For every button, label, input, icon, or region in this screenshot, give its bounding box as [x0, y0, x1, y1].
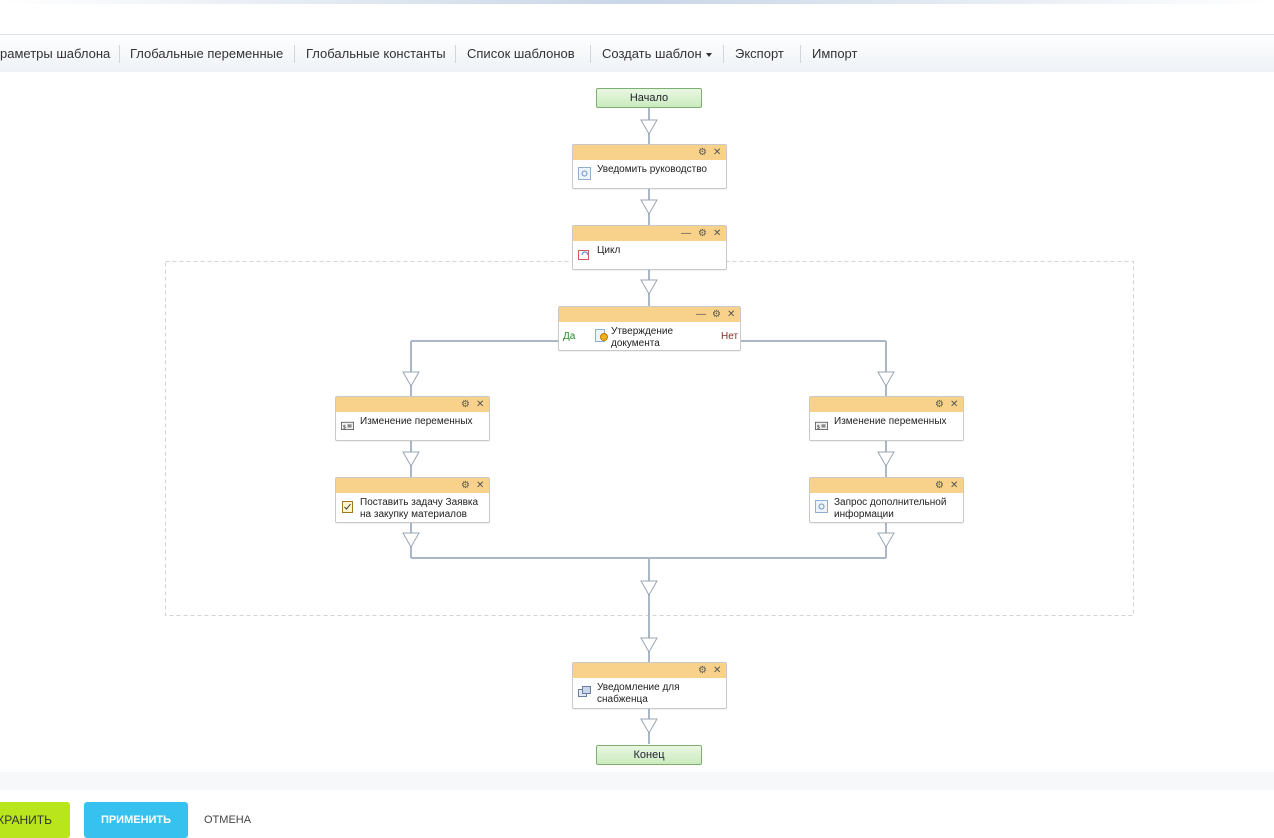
- close-icon[interactable]: ✕: [950, 399, 959, 410]
- arrow-icon: [877, 532, 895, 549]
- toolbar-export[interactable]: Экспорт: [735, 46, 784, 61]
- footer-strip: [0, 772, 1274, 790]
- arrow-icon: [640, 119, 658, 136]
- node-header: — ⚙ ✕: [559, 307, 740, 322]
- toolbar-separator: [294, 45, 295, 63]
- arrow-icon: [640, 580, 658, 597]
- toolbar-global-constants[interactable]: Глобальные константы: [306, 46, 446, 61]
- arrow-icon: [402, 532, 420, 549]
- svg-text:$: $: [817, 424, 821, 430]
- start-node[interactable]: Начало: [596, 88, 702, 108]
- toolbar-template-list[interactable]: Список шаблонов: [467, 46, 575, 61]
- close-icon[interactable]: ✕: [476, 480, 485, 491]
- task-icon: [342, 501, 353, 513]
- close-icon[interactable]: ✕: [476, 399, 485, 410]
- node-document-approval[interactable]: — ⚙ ✕ Утверждение документа Да Нет: [558, 306, 741, 351]
- branch-yes-label: Да: [563, 331, 576, 342]
- loop-icon: [578, 250, 589, 260]
- apply-button[interactable]: ПРИМЕНИТЬ: [84, 802, 188, 838]
- node-header: ⚙ ✕: [573, 145, 726, 160]
- arrow-icon: [402, 451, 420, 468]
- node-loop[interactable]: — ⚙ ✕ Цикл: [572, 225, 727, 270]
- close-icon[interactable]: ✕: [713, 147, 722, 158]
- node-header: — ⚙ ✕: [573, 226, 726, 241]
- toolbar-template-params[interactable]: раметры шаблона: [0, 46, 111, 61]
- close-icon[interactable]: ✕: [713, 228, 722, 239]
- node-notify-management[interactable]: ⚙ ✕ Уведомить руководство: [572, 144, 727, 189]
- close-icon[interactable]: ✕: [950, 480, 959, 491]
- arrow-icon: [640, 199, 658, 216]
- node-change-variables-no[interactable]: ⚙ ✕ $ Изменение переменных: [809, 396, 964, 441]
- gear-icon[interactable]: ⚙: [698, 147, 707, 158]
- template-toolbar: раметры шаблона Глобальные переменные Гл…: [0, 34, 1274, 73]
- svg-text:$: $: [343, 424, 347, 430]
- close-icon[interactable]: ✕: [727, 309, 736, 320]
- arrow-icon: [877, 451, 895, 468]
- node-header: ⚙ ✕: [810, 478, 963, 493]
- toolbar-import[interactable]: Импорт: [812, 46, 858, 61]
- node-label: Изменение переменных: [360, 416, 473, 427]
- toolbar-separator: [723, 45, 724, 63]
- node-label: Уведомление для снабженца: [597, 682, 680, 705]
- message-icon: [578, 686, 591, 697]
- node-request-info[interactable]: ⚙ ✕ Запрос дополнительной информации: [809, 477, 964, 523]
- save-button[interactable]: ОХРАНИТЬ: [0, 802, 70, 838]
- gear-icon[interactable]: ⚙: [461, 399, 470, 410]
- toolbar-global-variables[interactable]: Глобальные переменные: [130, 46, 284, 61]
- arrow-icon: [640, 279, 658, 296]
- node-label: Уведомить руководство: [597, 164, 707, 175]
- gear-icon[interactable]: ⚙: [935, 480, 944, 491]
- gear-icon[interactable]: ⚙: [698, 665, 707, 676]
- toolbar-separator: [590, 45, 591, 63]
- node-assign-task[interactable]: ⚙ ✕ Поставить задачу Заявка на закупку м…: [335, 477, 490, 523]
- gear-icon[interactable]: ⚙: [461, 480, 470, 491]
- end-node[interactable]: Конец: [596, 745, 702, 765]
- approval-icon: [595, 329, 608, 342]
- notification-icon: [578, 167, 591, 180]
- variables-icon: $: [815, 421, 828, 430]
- node-header: ⚙ ✕: [573, 663, 726, 678]
- request-icon: [815, 500, 828, 513]
- node-header: ⚙ ✕: [810, 397, 963, 412]
- node-label: Запрос дополнительной информации: [834, 497, 947, 520]
- node-header: ⚙ ✕: [336, 478, 489, 493]
- top-accent-line: [0, 0, 1274, 4]
- node-label: Изменение переменных: [834, 416, 947, 427]
- close-icon[interactable]: ✕: [713, 665, 722, 676]
- arrow-icon: [402, 371, 420, 388]
- node-label: Утверждение документа: [611, 326, 674, 349]
- gear-icon[interactable]: ⚙: [712, 309, 721, 320]
- node-notify-supplier[interactable]: ⚙ ✕ Уведомление для снабженца: [572, 662, 727, 709]
- flow-connectors: [165, 108, 1134, 744]
- toolbar-separator: [455, 45, 456, 63]
- node-change-variables-yes[interactable]: ⚙ ✕ $ Изменение переменных: [335, 396, 490, 441]
- gear-icon[interactable]: ⚙: [698, 228, 707, 239]
- flow-canvas: Начало ⚙ ✕ Уведомить руководство — ⚙ ✕ Ц…: [0, 72, 1274, 772]
- arrow-icon: [640, 637, 658, 654]
- toolbar-separator: [800, 45, 801, 63]
- arrow-icon: [877, 371, 895, 388]
- variables-icon: $: [341, 421, 354, 430]
- node-header: ⚙ ✕: [336, 397, 489, 412]
- minimize-icon[interactable]: —: [696, 309, 706, 320]
- arrow-icon: [640, 718, 658, 735]
- chevron-down-icon: [705, 52, 712, 57]
- toolbar-separator: [119, 45, 120, 63]
- branch-no-label: Нет: [721, 331, 739, 342]
- minimize-icon[interactable]: —: [681, 228, 691, 239]
- toolbar-create-template[interactable]: Создать шаблон: [602, 35, 712, 72]
- node-label: Поставить задачу Заявка на закупку матер…: [360, 497, 479, 520]
- cancel-button[interactable]: ОТМЕНА: [204, 814, 252, 826]
- node-label: Цикл: [597, 245, 621, 256]
- gear-icon[interactable]: ⚙: [935, 399, 944, 410]
